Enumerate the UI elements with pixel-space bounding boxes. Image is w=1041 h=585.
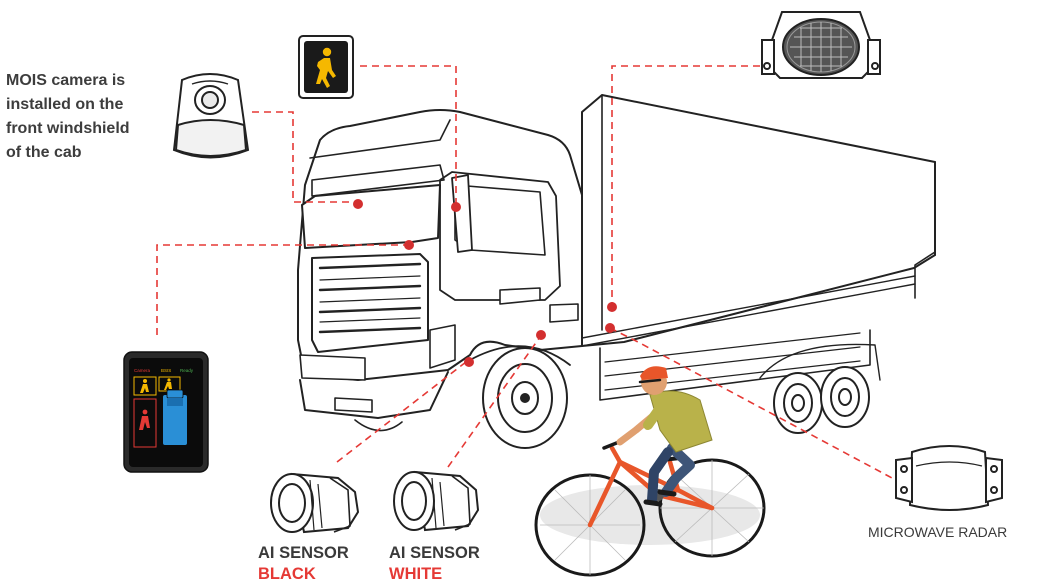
alarm-speaker-icon <box>761 11 881 79</box>
pedestrian-signal-icon <box>298 35 354 99</box>
mount-dot-radar <box>605 323 615 333</box>
monitor-label-camera: Camera <box>134 368 151 373</box>
mois-caption-line-4: of the cab <box>6 144 82 161</box>
mount-dot-sensor-black <box>464 357 474 367</box>
ai-sensor-black-icon <box>270 472 360 534</box>
display-monitor-icon: Camera BSIS Ready <box>123 351 209 473</box>
mois-caption-line-1: MOIS camera is <box>6 72 125 89</box>
leader-lines <box>156 65 893 479</box>
monitor-label-bsis: BSIS <box>161 368 171 373</box>
mois-caption-line-2: installed on the <box>6 96 123 113</box>
ai-sensor-white-color: WHITE <box>389 565 442 583</box>
microwave-radar-label: MICROWAVE RADAR <box>868 524 1007 540</box>
mount-dot-monitor <box>404 240 414 250</box>
mount-dot-pedestrian-signal <box>451 202 461 212</box>
ai-sensor-white-icon <box>393 470 480 532</box>
mount-dot-sensor-white <box>536 330 546 340</box>
truck-illustration <box>297 94 936 449</box>
mount-dot-alarm-speaker <box>607 302 617 312</box>
ai-sensor-black-title: AI SENSOR <box>258 544 349 562</box>
microwave-radar-icon <box>895 445 1003 511</box>
rear-wheels <box>759 343 881 434</box>
ai-sensor-black-color: BLACK <box>258 565 316 583</box>
mount-dot-mois-camera <box>353 199 363 209</box>
monitor-label-ready: Ready <box>180 368 194 373</box>
mount-points <box>353 199 617 367</box>
mois-caption-line-3: front windshield <box>6 120 130 137</box>
ai-sensor-white-title: AI SENSOR <box>389 544 480 562</box>
mois-camera-icon <box>172 73 250 159</box>
cyclist-illustration <box>534 366 766 577</box>
